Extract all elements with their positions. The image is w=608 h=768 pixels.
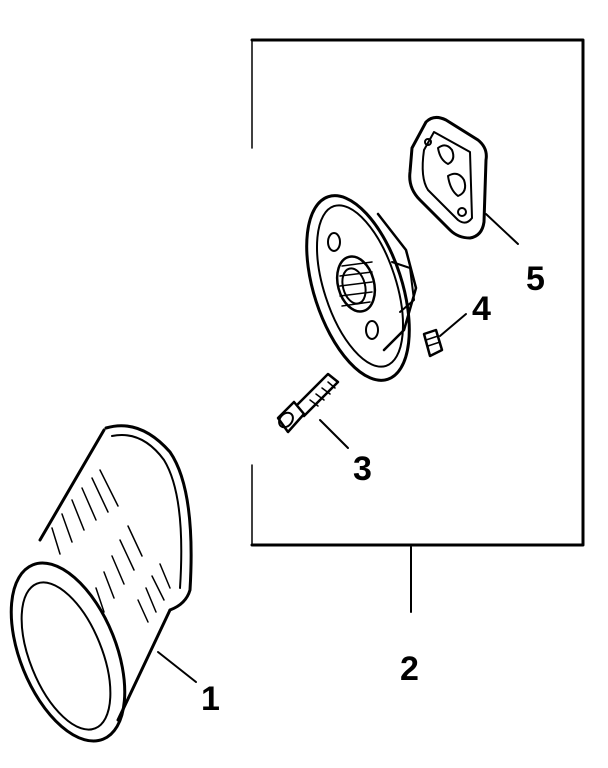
callout-bolt: 3 <box>353 450 372 488</box>
callout-adapter-assembly: 2 <box>400 650 419 688</box>
oil-filter-part <box>9 424 197 743</box>
callout-gasket: 5 <box>526 260 545 298</box>
assembly-box <box>250 38 585 613</box>
callout-plug: 4 <box>472 290 491 328</box>
bolt-part <box>276 372 349 449</box>
adapter-plate-part <box>305 194 418 382</box>
gasket-part <box>408 115 519 245</box>
plug-part <box>422 313 467 358</box>
callout-filter: 1 <box>201 680 220 718</box>
